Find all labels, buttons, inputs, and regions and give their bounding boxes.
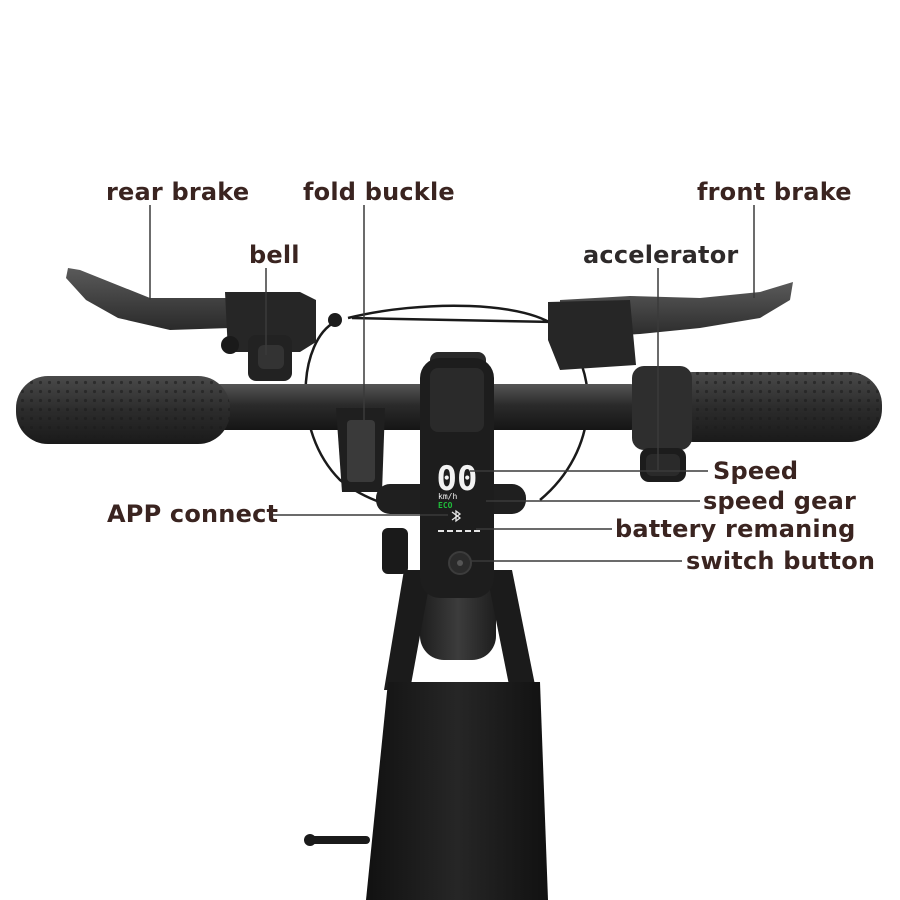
battery-remaining-label: battery remaning (615, 515, 856, 543)
speed-gear-label: speed gear (703, 487, 857, 515)
unit-label: km/h (438, 492, 457, 501)
speed-readout: 00 (437, 459, 478, 499)
leader-lines (149, 205, 755, 562)
front-brake-label: front brake (697, 178, 852, 206)
left-grip[interactable] (16, 376, 230, 444)
kickstand (304, 834, 370, 846)
bluetooth-icon (451, 509, 462, 523)
gear-mode: ECO (438, 501, 453, 510)
display-panel: 00 km/h ECO (420, 358, 494, 598)
fold-buckle-label: fold buckle (303, 178, 455, 206)
battery-bar (438, 530, 480, 532)
frame (384, 570, 536, 690)
app-connect-label: APP connect (107, 500, 279, 528)
accelerator-label: accelerator (583, 241, 739, 269)
bell-label: bell (249, 241, 300, 269)
switch-button-label: switch button (686, 547, 876, 575)
right-grip[interactable] (660, 372, 882, 442)
fold-buckle[interactable] (336, 408, 385, 492)
accelerator[interactable] (632, 366, 692, 482)
rear-brake-label: rear brake (106, 178, 250, 206)
front-brake-lever[interactable] (548, 282, 793, 370)
bell[interactable] (221, 335, 292, 381)
rear-brake-lever[interactable] (66, 268, 342, 352)
speed-label: Speed (713, 457, 799, 485)
deck (366, 682, 548, 900)
